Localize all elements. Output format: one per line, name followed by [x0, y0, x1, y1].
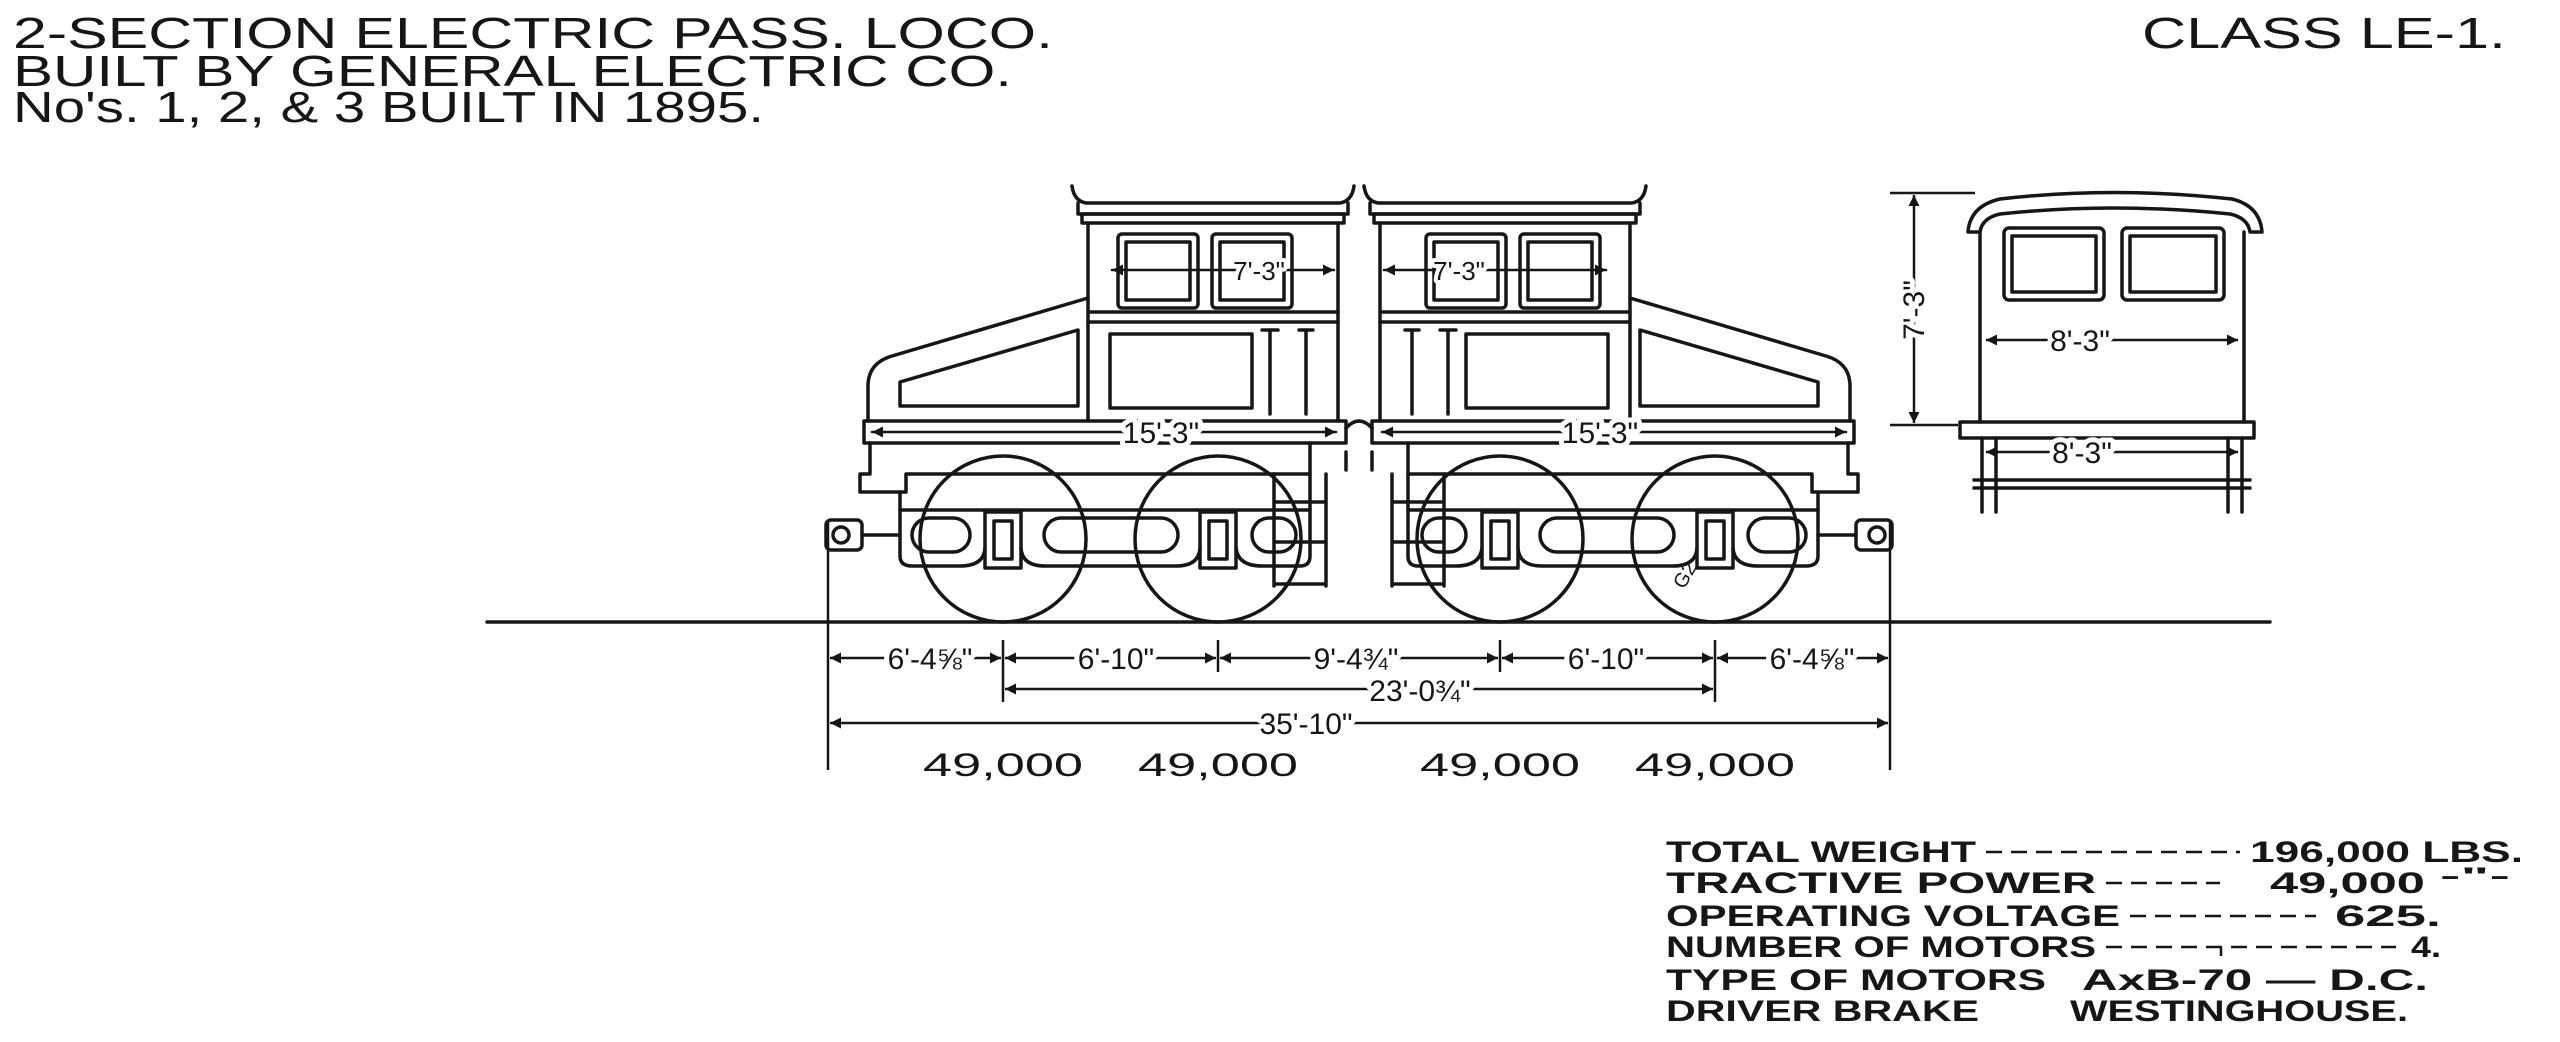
end-height-extension-lines	[1890, 191, 1975, 427]
spacing-label: 6'-10"	[1078, 643, 1154, 676]
coupler-pin	[831, 525, 851, 545]
axle-box	[983, 510, 1023, 570]
wheelbase-label: 23'-0¾"	[1369, 675, 1470, 708]
end-view-platform	[1958, 420, 2256, 440]
frame-slot	[1042, 516, 1180, 554]
coupler	[824, 518, 902, 552]
end-height-label: 7'-3"	[1898, 280, 1931, 340]
end-window-sash	[2010, 234, 2098, 294]
hood	[866, 296, 1090, 423]
end-window-sash	[2128, 234, 2218, 294]
axle-box-cover	[992, 519, 1014, 561]
dimension-extension-lines	[826, 520, 1892, 770]
spec-label-total-weight: TOTAL WEIGHT	[1666, 836, 1976, 869]
spec-label-driver-brake: DRIVER BRAKE	[1666, 995, 1979, 1028]
section-length-label-left: 15'-3"	[1123, 417, 1199, 450]
spec-value-tractive-power: 49,000	[2270, 867, 2425, 900]
spec-value-type-of-motors: AxB-70 — D.C.	[2082, 964, 2428, 997]
spacing-label: 6'-4⅝"	[1770, 643, 1855, 676]
side-frame	[898, 472, 1312, 568]
spec-label-tractive-power: TRACTIVE POWER	[1666, 867, 2097, 900]
spec-value-driver-brake: WESTINGHOUSE.	[2070, 995, 2408, 1028]
cab-roof-band	[1080, 212, 1346, 225]
locomotive-section-right	[1346, 186, 1892, 622]
section-length-label-right: 15'-3"	[1562, 417, 1638, 450]
spec-value-total-weight: 196,000 LBS.	[2250, 836, 2523, 869]
spec-value-operating-voltage: 625.	[2335, 900, 2441, 933]
frame-slot	[910, 516, 972, 554]
end-view	[1958, 190, 2264, 514]
running-board	[862, 419, 1348, 445]
axle-load: 49,000	[1138, 747, 1298, 783]
end-window	[2002, 226, 2106, 302]
spacing-label: 6'-10"	[1568, 643, 1644, 676]
end-frame-width-label: 8'-3"	[2052, 437, 2112, 470]
title-line-2: BUILT BY GENERAL ELECTRIC CO.	[13, 47, 1012, 96]
hood-panel	[898, 328, 1080, 408]
end-view-legs	[1980, 436, 2244, 514]
title-line-3: No's. 1, 2, & 3 BUILT IN 1895.	[13, 83, 764, 132]
axle-load: 49,000	[1635, 747, 1795, 783]
spec-label-number-of-motors: NUMBER OF MOTORS	[1666, 931, 2096, 964]
cab-roof	[1070, 184, 1356, 216]
end-sill	[858, 441, 1312, 494]
spec-ditto-mark: -"-	[2440, 863, 2510, 890]
spacing-label: 6'-4⅝"	[888, 643, 973, 676]
locomotive-section-left	[824, 184, 1374, 624]
axle-load: 49,000	[1420, 747, 1580, 783]
driving-wheel	[1133, 454, 1303, 624]
cab-belt-rail	[1086, 310, 1340, 324]
cab-width-label-right: 7'-3"	[1433, 256, 1485, 286]
axle-box	[1198, 510, 1238, 570]
spec-label-type-of-motors: TYPE OF MOTORS	[1666, 964, 2046, 997]
driving-wheel	[918, 454, 1088, 624]
end-cab-width-label: 8'-3"	[2050, 325, 2110, 358]
spacing-label: 9'-4¾"	[1314, 643, 1399, 676]
class-label: CLASS LE-1.	[2142, 9, 2506, 58]
end-window	[2120, 226, 2226, 302]
end-view-lower-beam	[1972, 478, 2252, 490]
spec-value-number-of-motors: 4.	[2411, 931, 2441, 964]
end-view-roof	[1966, 190, 2264, 234]
specifications-table: TOTAL WEIGHT 196,000 LBS. TRACTIVE POWER…	[1666, 836, 2523, 1028]
title-line-1: 2-SECTION ELECTRIC PASS. LOCO.	[13, 9, 1053, 58]
axle-load: 49,000	[923, 747, 1083, 783]
gangway-connection	[1344, 419, 1374, 472]
cab-side-panel	[1108, 332, 1254, 410]
end-view-body	[1978, 230, 2246, 424]
grab-handle	[1260, 328, 1315, 416]
step-ladder	[1272, 472, 1328, 588]
cab-width-label-left: 7'-3"	[1233, 256, 1285, 286]
axle-box-cover	[1207, 519, 1229, 561]
spec-label-operating-voltage: OPERATING VOLTAGE	[1666, 900, 2120, 933]
overall-length-label: 35'-10"	[1259, 708, 1352, 741]
